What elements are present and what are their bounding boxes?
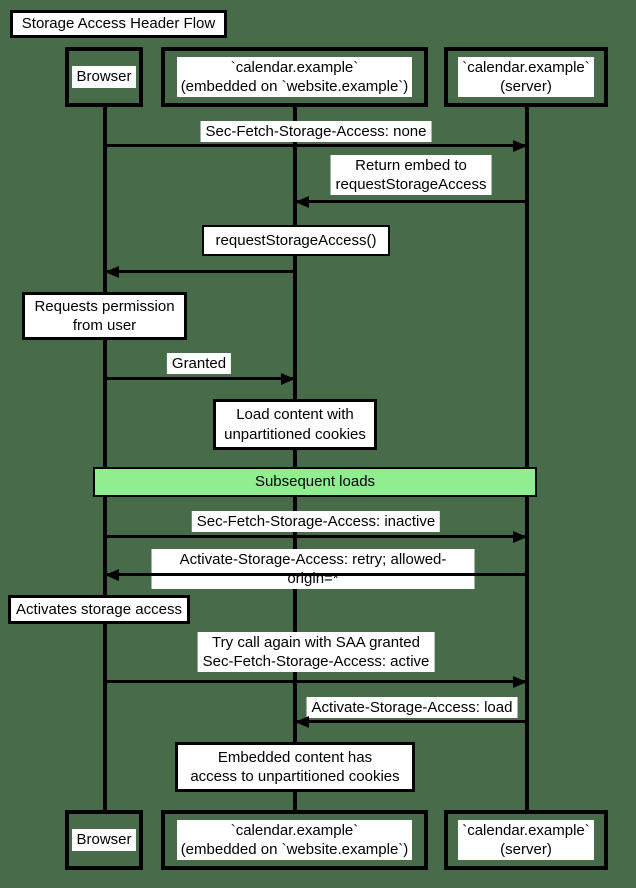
divider-subsequent-loads: Subsequent loads [93,467,537,497]
arrowhead-left-icon [295,716,309,728]
message-label: Activate-Storage-Access: load [306,697,518,719]
message-line [105,144,527,147]
message-line [105,270,295,273]
arrowhead-right-icon [281,373,295,385]
participant-label: Browser [72,829,136,851]
message-label: Try call again with SAA granted Sec-Fetc… [197,632,435,673]
lifeline-server [525,107,529,810]
arrowhead-left-icon [295,196,309,208]
note-activates-storage-access: Activates storage access [8,595,190,624]
arrowhead-right-icon [513,676,527,688]
participant-label: `calendar.example` (server) [458,56,594,98]
note-request-storage-access: requestStorageAccess() [202,225,390,256]
participant-bottom-embed: `calendar.example` (embedded on `website… [161,810,428,870]
arrowhead-right-icon [513,140,527,152]
message-line [105,377,295,380]
message-label: Sec-Fetch-Storage-Access: none [200,121,432,143]
participant-label: Browser [72,66,136,88]
note-requests-permission: Requests permission from user [22,292,187,340]
participant-top-server: `calendar.example` (server) [444,47,608,107]
message-line [105,535,527,538]
note-embedded-content-access: Embedded content has access to unpartiti… [175,742,415,792]
arrowhead-left-icon [105,266,119,278]
message-line [105,573,527,576]
participant-label: `calendar.example` (embedded on `website… [176,819,413,861]
message-label: Sec-Fetch-Storage-Access: inactive [191,511,441,533]
lifeline-browser [103,107,107,810]
message-line [295,200,527,203]
note-load-content: Load content with unpartitioned cookies [213,399,377,450]
arrowhead-left-icon [105,569,119,581]
participant-label: `calendar.example` (embedded on `website… [176,56,413,98]
participant-label: `calendar.example` (server) [458,819,594,861]
message-label: Return embed to requestStorageAccess [330,155,492,196]
message-label: Granted [166,353,232,375]
arrowhead-right-icon [513,531,527,543]
lifeline-embed [293,107,297,810]
diagram-title: Storage Access Header Flow [10,10,227,38]
participant-bottom-browser: Browser [65,810,143,870]
message-line [105,680,527,683]
participant-bottom-server: `calendar.example` (server) [444,810,608,870]
participant-top-embed: `calendar.example` (embedded on `website… [161,47,428,107]
participant-top-browser: Browser [65,47,143,107]
message-line [295,720,527,723]
message-label: Activate-Storage-Access: retry; allowed-… [151,549,475,590]
